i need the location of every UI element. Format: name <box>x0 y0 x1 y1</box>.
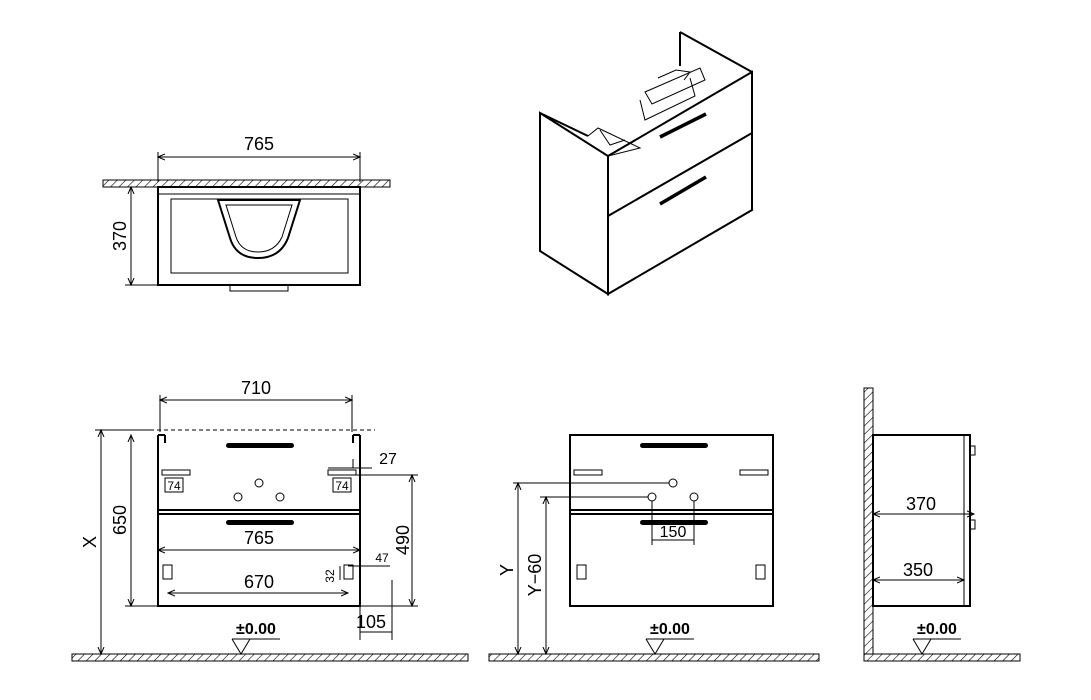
top-depth-dimension: 370 <box>110 221 130 251</box>
middle-hole-spacing: 150 <box>660 524 687 541</box>
isometric-view <box>539 31 753 296</box>
side-depth-370: 370 <box>906 494 936 514</box>
wall-hatch-top <box>102 179 391 188</box>
side-view: 370 350 ±0.00 <box>863 387 1021 662</box>
bracket-74-right: 74 <box>335 479 349 493</box>
floor-hatch-left <box>71 653 469 662</box>
front-offset-32: 32 <box>323 569 337 583</box>
top-view: 765 370 <box>102 134 391 292</box>
middle-view: Y Y−60 150 ±0.00 <box>488 434 820 662</box>
front-offset-47: 47 <box>375 551 389 565</box>
top-width-dimension: 765 <box>244 134 274 154</box>
side-floor-level: ±0.00 <box>917 621 957 638</box>
iso-drawer-divider <box>607 132 753 217</box>
middle-cabinet-outline <box>569 434 774 607</box>
middle-height-y: Y <box>497 564 517 576</box>
iso-drawer-inside <box>644 67 706 105</box>
iso-top-handle <box>659 112 707 139</box>
side-depth-350: 350 <box>903 560 933 580</box>
front-bottom-handle <box>226 520 294 525</box>
front-floor-level: ±0.00 <box>236 621 276 638</box>
floor-hatch-side <box>863 653 1021 662</box>
bracket-74-left: 74 <box>167 479 181 493</box>
iso-side-panel <box>539 111 609 296</box>
iso-bottom-handle <box>659 175 707 206</box>
middle-top-handle <box>640 443 708 448</box>
middle-floor-level: ±0.00 <box>650 621 690 638</box>
cabinet-plan-inner <box>170 198 349 274</box>
front-height-650: 650 <box>110 505 130 535</box>
front-top-handle <box>226 443 294 448</box>
middle-height-y60: Y−60 <box>525 554 545 597</box>
middle-bottom-handle <box>640 520 708 525</box>
front-offset-27: 27 <box>379 451 397 468</box>
wall-hatch-side <box>863 387 874 662</box>
drawer-handle-plan <box>229 284 289 292</box>
front-top-width: 710 <box>241 378 271 398</box>
front-drawer-width: 765 <box>244 528 274 548</box>
front-height-x: X <box>80 536 100 548</box>
front-bottom-105: 105 <box>356 612 386 632</box>
cabinet-plan-outline <box>157 186 361 286</box>
front-height-490: 490 <box>393 525 413 555</box>
front-inner-width: 670 <box>244 572 274 592</box>
front-cabinet-outline <box>157 435 361 607</box>
front-view: 74 74 710 765 670 X 650 27 <box>71 378 469 662</box>
siphon-cutout <box>216 199 302 260</box>
floor-hatch-middle <box>488 653 820 662</box>
iso-front-panel <box>607 70 753 296</box>
